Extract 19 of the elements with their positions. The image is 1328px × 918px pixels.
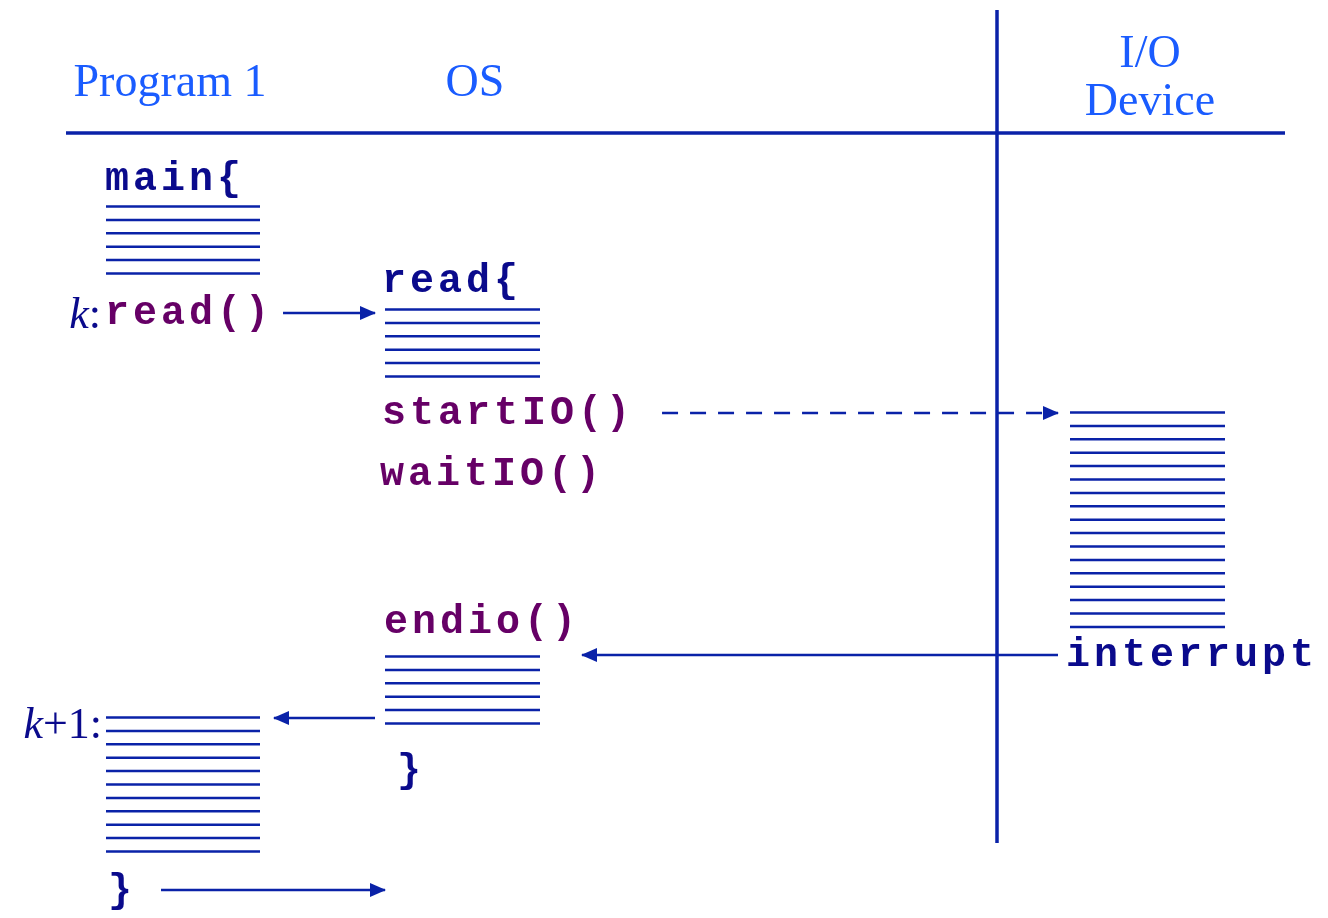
code-text: main{ [105,160,246,200]
arrow [161,883,386,897]
code-text: endio() [384,603,581,643]
code-text: interrupt [1066,636,1319,676]
column-heading: OS [444,57,506,105]
arrow [581,648,1058,662]
arrow [273,711,375,725]
column-heading: Program 1 [72,57,268,105]
arrow [662,406,1059,420]
code-text: } [108,872,136,912]
column-heading: I/O Device [1083,28,1217,124]
code-text: startIO() [382,394,635,434]
arrow [283,306,376,320]
line-label: k+1: [23,702,102,746]
code-text: read{ [382,262,523,302]
code-text: waitIO() [380,455,605,495]
code-text: } [397,752,425,792]
code-text: read() [105,294,274,334]
line-label: k: [69,292,101,336]
